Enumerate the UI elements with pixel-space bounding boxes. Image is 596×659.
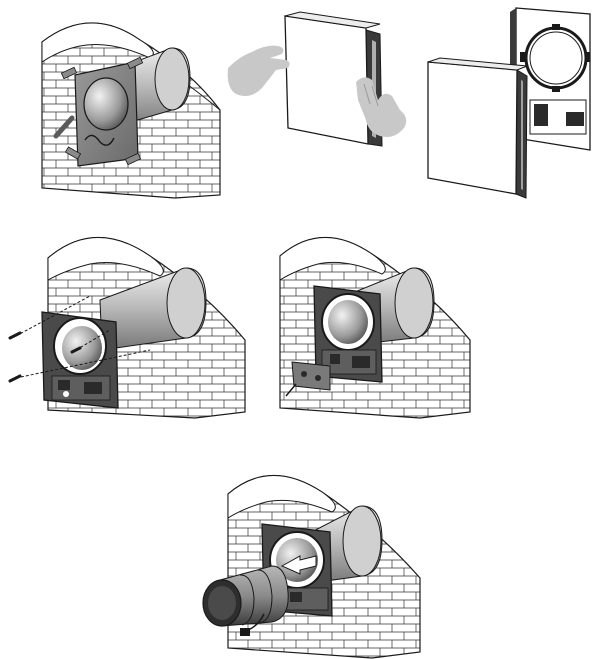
hand-right-icon (356, 77, 407, 137)
duct-pipe (99, 267, 207, 351)
panel-step-6 (202, 474, 421, 659)
panel-step-2 (227, 11, 407, 147)
panel-step-4 (8, 236, 246, 419)
panel-step-5 (279, 236, 471, 419)
power-cable (239, 613, 265, 636)
panel-step-1 (41, 22, 221, 199)
mounting-frame (313, 285, 383, 383)
front-cover-removed (427, 57, 528, 199)
ventilation-cartridge (202, 565, 289, 627)
wall-plate (74, 61, 139, 167)
mounting-frame (41, 311, 119, 409)
hand-left-icon (227, 45, 290, 96)
panel-step-3 (427, 7, 591, 199)
screws-with-guide-lines (8, 295, 151, 383)
insertion-arrow-icon (280, 555, 317, 575)
electronics-module (285, 361, 331, 397)
wall-anchors (53, 56, 144, 166)
